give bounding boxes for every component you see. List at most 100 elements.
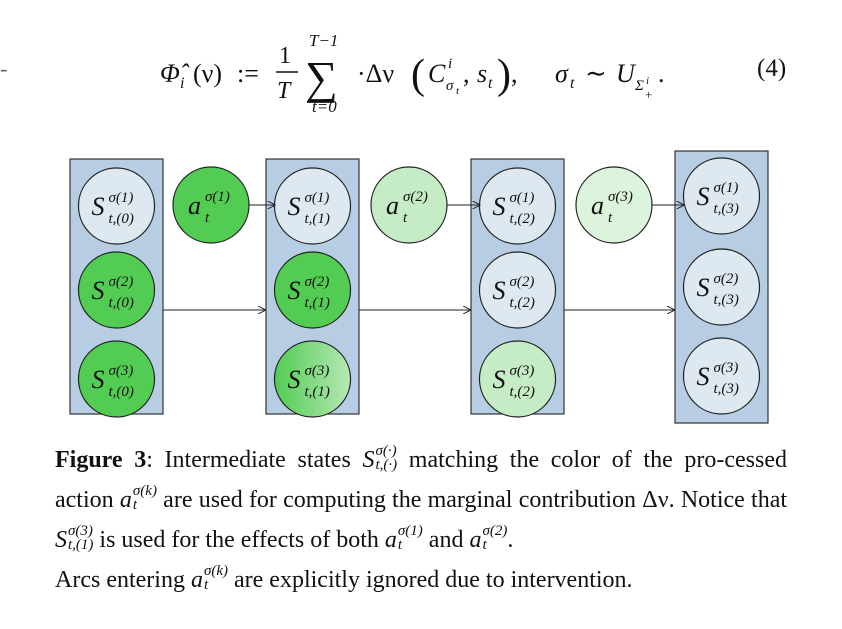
eq-U-sub-sub: +: [645, 87, 652, 102]
action-node-2-sub: t: [403, 210, 408, 226]
action-node-3-letter: a: [591, 191, 604, 220]
state-node-3-1-letter: S: [697, 182, 710, 211]
eq-lhs: Φ̂: [160, 59, 190, 88]
state-node-3-2-sub: t,(3): [714, 292, 739, 308]
state-node-0-2: [77, 251, 156, 329]
state-node-2-1-letter: S: [493, 192, 506, 221]
state-node-1-1-letter: S: [288, 192, 301, 221]
action-node-1-letter: a: [188, 191, 201, 220]
margin-tick: -: [0, 56, 8, 81]
caption-text-6: and: [422, 527, 470, 553]
state-node-0-3-letter: S: [92, 365, 105, 394]
eq-lhs-sub: i: [180, 75, 184, 92]
caption-text-3: are used for computing the marginal cont…: [156, 487, 643, 513]
caption-label: Figure 3: [55, 447, 147, 473]
state-node-0-2-letter: S: [92, 276, 105, 305]
state-node-0-1-letter: S: [92, 192, 105, 221]
caption-delta-nu: Δν: [642, 487, 669, 513]
eq-sigma-sub: t: [570, 75, 575, 92]
eq-comma2: ,: [511, 59, 518, 88]
state-node-0-3-sup: σ(3): [109, 363, 134, 379]
action-node-1: [172, 166, 250, 244]
state-node-1-2-sub: t,(1): [305, 295, 330, 311]
eq-sum-lower: t=0: [312, 97, 337, 116]
state-node-1-1-sup: σ(1): [305, 190, 330, 206]
state-node-2-2: [478, 251, 557, 329]
state-node-2-2-sub: t,(2): [510, 295, 535, 311]
action-node-2-sup: σ(2): [403, 189, 428, 205]
state-node-1-1: [273, 167, 352, 245]
eq-U-sub-sup: i: [646, 75, 649, 87]
state-node-2-1: [478, 167, 557, 245]
state-node-2-3-sub: t,(2): [510, 384, 535, 400]
eq-lparen: (: [411, 52, 425, 98]
caption-text-5: is used for the effects of both: [93, 527, 385, 553]
state-node-2-3-sup: σ(3): [510, 363, 535, 379]
state-node-1-3-sub: t,(1): [305, 384, 330, 400]
action-node-2: [370, 166, 448, 244]
state-node-3-3: [682, 337, 761, 415]
action-node-1-sup: σ(1): [205, 189, 230, 205]
state-node-2-2-sup: σ(2): [510, 274, 535, 290]
eq-comma: ,: [463, 59, 470, 88]
state-node-0-2-sup: σ(2): [109, 274, 134, 290]
state-node-0-1: [77, 167, 156, 245]
eq-C-sub: σ: [446, 78, 454, 94]
state-node-1-3-sup: σ(3): [305, 363, 330, 379]
eq-C-sup: i: [448, 56, 452, 72]
eq-U: U: [616, 59, 637, 88]
state-node-0-3-sub: t,(0): [109, 384, 134, 400]
caption-text-2: matching the color of the pro-cessed act…: [55, 447, 787, 513]
action-node-2-letter: a: [386, 191, 399, 220]
state-node-2-3-letter: S: [493, 365, 506, 394]
eq-sigma: σ: [555, 59, 569, 88]
eq-C-sub-sub: t: [456, 85, 460, 97]
action-node-3-sup: σ(3): [608, 189, 633, 205]
state-node-1-3-letter: S: [288, 365, 301, 394]
eq-period: .: [658, 59, 665, 88]
state-node-0-3: [77, 340, 156, 418]
action-node-3-sub: t: [608, 210, 613, 226]
eq-s: s: [477, 59, 487, 88]
eq-sum-symbol: ∑: [305, 52, 338, 103]
state-node-1-3: [273, 340, 352, 418]
state-node-3-1-sub: t,(3): [714, 201, 739, 217]
state-node-3-3-letter: S: [697, 362, 710, 391]
eq-frac-num: 1: [279, 43, 291, 69]
state-node-3-3-sub: t,(3): [714, 381, 739, 397]
state-node-3-1-sup: σ(1): [714, 180, 739, 196]
eq-body: ·Δν: [357, 59, 394, 88]
caption-text-4: . Notice that: [668, 487, 788, 513]
eq-defeq: :=: [237, 59, 259, 88]
state-node-1-2: [273, 251, 352, 329]
eq-C: C: [428, 59, 446, 88]
action-node-3: [575, 166, 653, 244]
action-node-1-sub: t: [205, 210, 210, 226]
state-node-0-1-sup: σ(1): [109, 190, 134, 206]
eq-s-sub: t: [488, 75, 493, 92]
equation-number: (4): [757, 55, 787, 82]
state-node-3-2-sup: σ(2): [714, 271, 739, 287]
eq-rparen: ): [497, 52, 511, 98]
caption-text-1: : Intermediate states: [146, 447, 363, 473]
eq-lhs-arg: (ν): [193, 59, 222, 88]
state-node-2-3: [478, 340, 557, 418]
state-node-2-1-sup: σ(1): [510, 190, 535, 206]
eq-sum-upper: T−1: [309, 31, 338, 50]
state-node-0-2-sub: t,(0): [109, 295, 134, 311]
state-node-1-2-letter: S: [288, 276, 301, 305]
state-node-1-2-sup: σ(2): [305, 274, 330, 290]
state-node-1-1-sub: t,(1): [305, 211, 330, 227]
eq-sim: ∼: [585, 59, 607, 88]
state-node-0-1-sub: t,(0): [109, 211, 134, 227]
caption-text-9: are explicitly ignored due to interventi…: [228, 567, 633, 593]
state-node-3-2-letter: S: [697, 273, 710, 302]
